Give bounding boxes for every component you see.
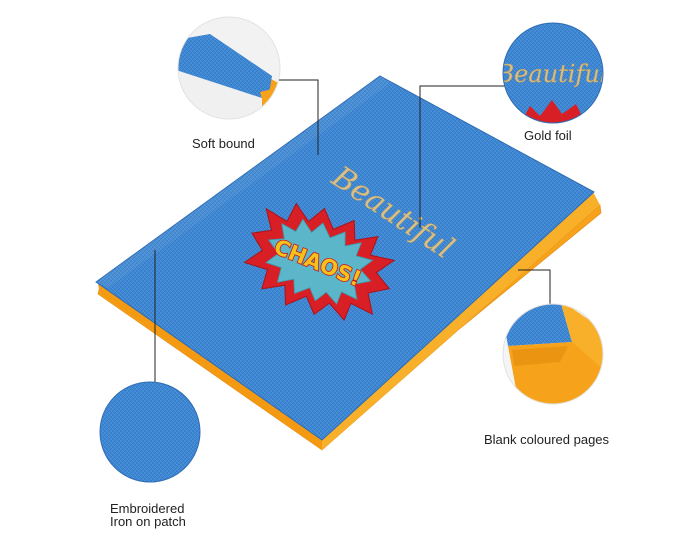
callout-patch-line1: Embroidered [110,501,185,516]
detail-circle-patch: CHAOS! [99,381,201,483]
zoom-circle-icon [502,303,604,405]
page-edge-right [322,190,600,450]
callout-soft-bound: Soft bound [192,136,255,151]
zoom-circle-icon [502,22,604,124]
foil-closeup-text: Beautiful [496,60,608,88]
zoom-circle-icon [99,381,201,483]
chaos-patch: CHAOS! [243,202,396,321]
callout-patch: Embroidered Iron on patch [110,502,186,528]
leader-lines [154,79,551,382]
patch-burst-teal [265,218,374,305]
detail-circle-blank-pages [502,303,604,405]
callout-blank-pages: Blank coloured pages [484,432,610,447]
detail-circle-soft-bound [177,16,281,120]
zoom-circle-icon [177,16,281,120]
leader-blank-pages [518,269,551,306]
leader-gold-foil [419,85,505,228]
leader-soft-bound [268,79,319,155]
callout-gold-foil: Gold foil [524,128,572,143]
callout-patch-line2: Iron on patch [110,514,186,529]
detail-circle-gold-foil: Beautiful [496,22,608,124]
page-edge-left [98,284,322,450]
